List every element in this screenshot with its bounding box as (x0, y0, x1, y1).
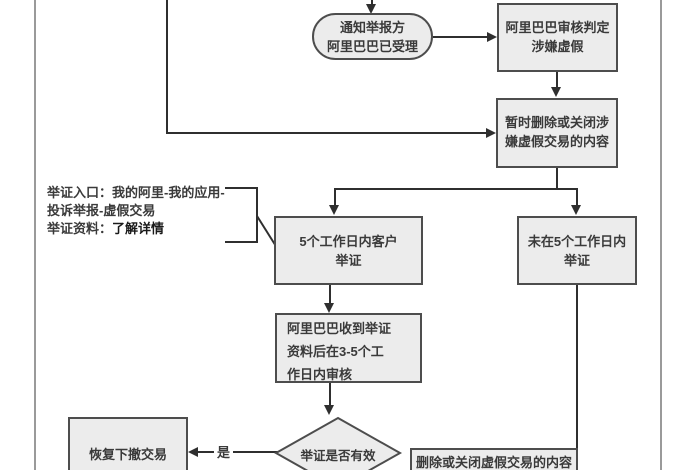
node-alibaba-review-judge: 阿里巴巴审核判定 涉嫌虚假 (497, 3, 618, 72)
connector-left-elbow-vertical (166, 0, 168, 134)
node-evidence-valid-decision-shape (273, 416, 403, 470)
connector-evidence-to-review35 (329, 285, 331, 305)
node-evidence-valid-decision-label: 举证是否有效 (300, 449, 376, 463)
annotation-line-3: 举证资料：了解详情 (47, 220, 225, 238)
arrowhead-into-evidence-5d (329, 205, 339, 215)
node-temp-remove-content: 暂时删除或关闭涉 嫌虚假交易的内容 (496, 98, 618, 168)
frame-border-left (34, 0, 36, 470)
connector-notify-to-review (433, 36, 487, 38)
connector-no-evidence-to-delete (576, 285, 578, 448)
arrowhead-into-notify (366, 4, 376, 14)
arrowhead-into-review35 (324, 303, 334, 313)
arrowhead-into-decision (324, 405, 334, 415)
annotation-line-1: 举证入口：我的阿里-我的应用- (47, 185, 225, 200)
arrowhead-into-review (487, 32, 497, 42)
node-delete-close-content: 删除或关闭虚假交易的内容 (410, 448, 578, 470)
node-notify-accepted: 通知举报方 阿里巴巴已受理 (312, 13, 433, 60)
connector-review35-to-decision (329, 383, 331, 407)
node-restore-transaction: 恢复下撤交易 (68, 417, 188, 470)
arrowhead-into-no-evidence-5d (571, 205, 581, 215)
connector-temp-remove-down (556, 168, 558, 190)
connector-review-to-temp-remove (556, 72, 558, 89)
annotation-line-2: 投诉举报-虚假交易 (47, 203, 156, 218)
edge-label-yes: 是 (214, 442, 234, 461)
learn-more-link[interactable]: 了解详情 (112, 221, 165, 236)
connector-left-elbow-horizontal (166, 132, 488, 134)
connector-decision-to-restore (198, 451, 278, 453)
node-no-evidence-within-5d: 未在5个工作日内 举证 (517, 216, 637, 285)
annotation-line-3-prefix: 举证资料： (47, 221, 113, 236)
callout-bracket-top (225, 187, 258, 189)
connector-into-notify (371, 0, 373, 7)
node-review-3-5-days: 阿里巴巴收到举证 资料后在3-5个工 作日内审核 (275, 313, 422, 383)
connector-split-right-drop (576, 188, 578, 206)
evidence-entry-annotation: 举证入口：我的阿里-我的应用- 投诉举报-虚假交易 举证资料：了解详情 (47, 184, 225, 238)
frame-border-right (660, 0, 662, 470)
arrowhead-into-restore (188, 447, 198, 457)
arrowhead-into-temp-remove-top (551, 87, 561, 97)
callout-bracket-bottom (225, 241, 258, 243)
callout-bracket-right (256, 187, 258, 243)
node-evidence-within-5d: 5个工作日内客户 举证 (274, 216, 423, 285)
connector-split-left-drop (334, 188, 336, 206)
arrowhead-into-temp-remove-left (486, 128, 496, 138)
connector-split-horizontal (334, 188, 578, 190)
